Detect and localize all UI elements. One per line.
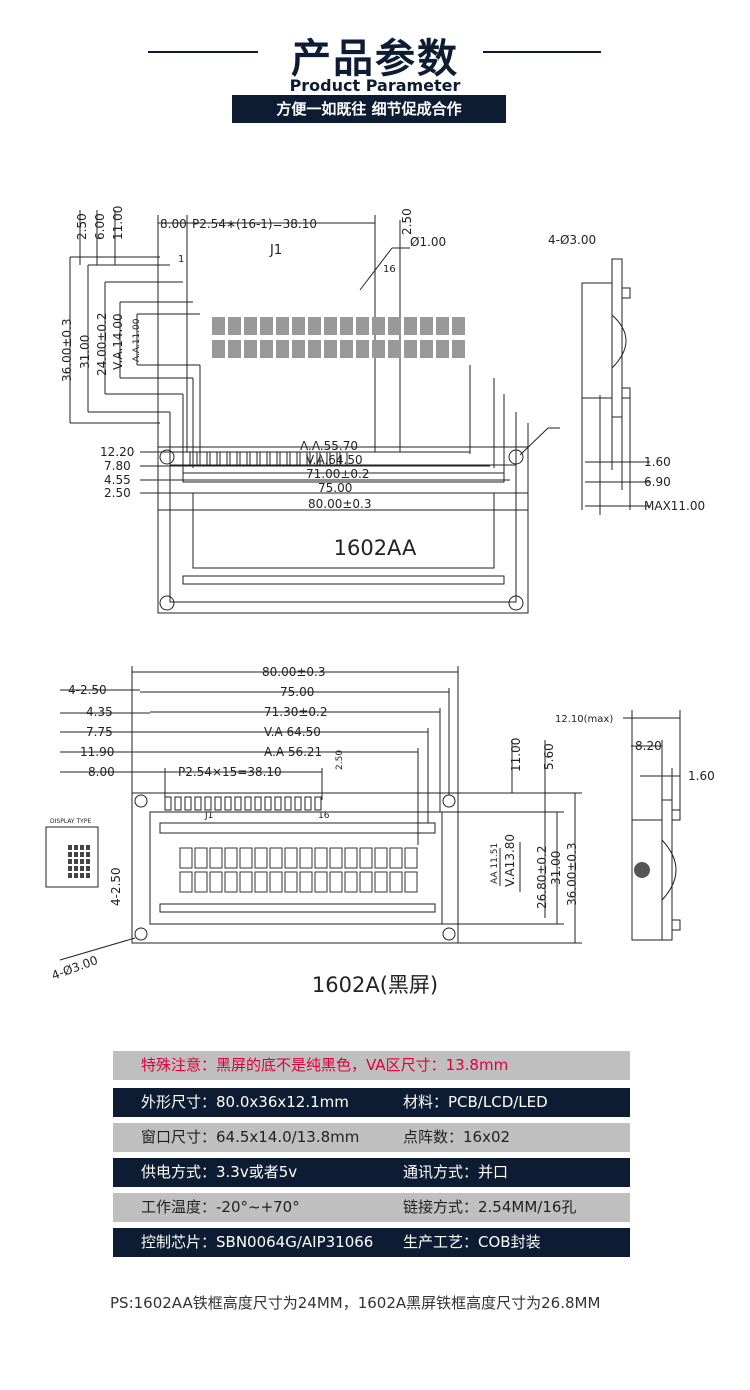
module-outline-2 [131, 792, 459, 944]
dim-l250: 2.50 [104, 486, 131, 500]
label2-j1: J1 [204, 811, 213, 821]
side-view-body [581, 282, 613, 399]
dim-w71: 71.00±0.2 [306, 467, 370, 481]
dim-h36: 36.00±0.3 [60, 319, 74, 383]
drawing-1602AA: 8.00 P2.54∗(16-1)=38.10 Ø1.00 4-Ø3.00 J1… [60, 206, 705, 614]
spec-note-row: 特殊注意：黑屏的底不是纯黑色，VA区尺寸：13.8mm [113, 1051, 630, 1080]
header-rule-right [483, 51, 601, 53]
dim2-w75: 75.00 [280, 685, 314, 699]
dim2-aa5621: A.A 56.21 [264, 745, 322, 759]
dim-t1100: 11.00 [111, 206, 125, 240]
dim-w80: 80.00±0.3 [308, 497, 372, 511]
dim2-side4250: 4-2.50 [109, 867, 123, 906]
frame-top-bar-2 [159, 822, 436, 834]
dim2-l1190: 11.90 [80, 745, 114, 759]
label-display-type: DISPLAY TYPE [50, 818, 91, 825]
dim2-va138: V.A13.80 [503, 834, 517, 887]
dim2-h560: 5.60 [542, 743, 556, 770]
dim-8: 8.00 [160, 217, 187, 231]
mount-hole-bl [159, 595, 175, 611]
mount-hole-br [508, 595, 524, 611]
page-subtitle: Product Parameter [289, 76, 461, 95]
dim-h31: 31.00 [78, 335, 92, 369]
slogan-banner: 方便一如既往 细节促成合作 [232, 95, 506, 123]
lcd-character-grid-2 [179, 847, 418, 893]
label-pin16: 16 [383, 264, 396, 275]
dim2-h11: 11.00 [509, 738, 523, 772]
dim2-va645: V.A 64.50 [264, 725, 321, 739]
dim-l1220: 12.20 [100, 445, 134, 459]
dim2-w713: 71.30±0.2 [264, 705, 328, 719]
dim-s160: 1.60 [644, 455, 671, 469]
label-j1: J1 [269, 243, 282, 258]
page-title: 产品参数 [291, 36, 459, 82]
dim-t600: 6.00 [93, 213, 107, 240]
dim-w75: 75.00 [318, 481, 352, 495]
display-type-detail [45, 826, 99, 888]
dim2-h268: 26.80±0.2 [535, 846, 549, 910]
dim2-h36: 36.00±0.3 [565, 843, 579, 907]
pin-row-2 [164, 796, 322, 811]
spec-row: 窗口尺寸：64.5x14.0/13.8mm 点阵数：16x02 [113, 1123, 630, 1152]
mount-hole-tl [159, 449, 175, 465]
dim-va14: V.A.14.00 [111, 313, 125, 370]
label2-pin16: 16 [318, 811, 330, 821]
spec-right: 通讯方式：并口 [403, 1163, 509, 1181]
dim2-s820: 8.20 [635, 739, 662, 753]
dim-hole: Ø1.00 [410, 235, 446, 249]
dim-aa557: A.A.55.70 [300, 439, 358, 453]
dim-l780: 7.80 [104, 459, 131, 473]
spec-left: 工作温度：-20°~+70° [141, 1198, 300, 1216]
dim-va645: V.A.64.50 [306, 453, 363, 467]
side-connector [634, 862, 650, 878]
module-outline [157, 446, 529, 614]
header-rule-left [148, 51, 258, 53]
dim2-w80: 80.00±0.3 [262, 665, 326, 679]
spec-row: 外形尺寸：80.0x36x12.1mm 材料：PCB/LCD/LED [113, 1088, 630, 1117]
bezel [169, 464, 517, 603]
dim-h24: 24.00±0.2 [95, 313, 109, 377]
spec-row: 供电方式：3.3v或者5v 通讯方式：并口 [113, 1158, 630, 1187]
dim2-l800: 8.00 [88, 765, 115, 779]
dim2-aa1151: AA 11.51 [490, 843, 500, 884]
spec-right: 材料：PCB/LCD/LED [403, 1093, 548, 1111]
dim-t250: 2.50 [75, 213, 89, 240]
frame-bottom-bar [182, 575, 505, 585]
dim-aa11: A.A.11.00 [132, 318, 142, 362]
label-pin1: 1 [178, 254, 184, 265]
dim-pitch: P2.54∗(16-1)=38.10 [192, 217, 317, 231]
spec-right: 生产工艺：COB封装 [403, 1233, 541, 1251]
bezel-2 [149, 811, 443, 925]
dim-mount: 4-Ø3.00 [548, 233, 596, 247]
drawing-1602A: 80.00±0.3 75.00 71.30±0.2 V.A 64.50 A.A … [45, 665, 715, 983]
footnote: PS:1602AA铁框高度尺寸为24MM，1602A黑屏铁框高度尺寸为26.8M… [110, 1294, 601, 1312]
spec-note-text: 特殊注意：黑屏的底不是纯黑色，VA区尺寸：13.8mm [141, 1056, 509, 1074]
dim-smax: MAX11.00 [644, 499, 705, 513]
frame-bottom-bar-2 [159, 903, 436, 913]
dim2-l435: 4.35 [86, 705, 113, 719]
spec-left: 控制芯片：SBN0064G/AIP31066 [141, 1233, 374, 1251]
dim-top250: 2.50 [400, 208, 414, 235]
dim2-h31: 31.00 [549, 851, 563, 885]
dim2-s160: 1.60 [688, 769, 715, 783]
dim2-l775: 7.75 [86, 725, 113, 739]
dim2-pitch: P2.54×15=38.10 [178, 765, 282, 779]
dim2-s1210: 12.10(max) [555, 714, 613, 725]
side-view-body-2 [631, 819, 663, 941]
display-type-dots [68, 845, 90, 878]
dim2-t250: 2.50 [335, 750, 345, 770]
spec-left: 供电方式：3.3v或者5v [141, 1163, 298, 1181]
spec-row: 工作温度：-20°~+70° 链接方式：2.54MM/16孔 [113, 1193, 630, 1222]
caption-1602AA: 1602AA [333, 536, 417, 560]
dim-s690: 6.90 [644, 475, 671, 489]
spec-right: 点阵数：16x02 [403, 1128, 511, 1146]
dim2-l4250: 4-2.50 [68, 683, 107, 697]
spec-left: 外形尺寸：80.0x36x12.1mm [141, 1093, 349, 1111]
caption-1602A: 1602A(黑屏) [311, 973, 439, 997]
spec-left: 窗口尺寸：64.5x14.0/13.8mm [141, 1128, 360, 1146]
spec-right: 链接方式：2.54MM/16孔 [403, 1198, 577, 1216]
spec-row: 控制芯片：SBN0064G/AIP31066 生产工艺：COB封装 [113, 1228, 630, 1257]
dim-l455: 4.55 [104, 473, 131, 487]
lcd-character-grid [212, 317, 465, 358]
